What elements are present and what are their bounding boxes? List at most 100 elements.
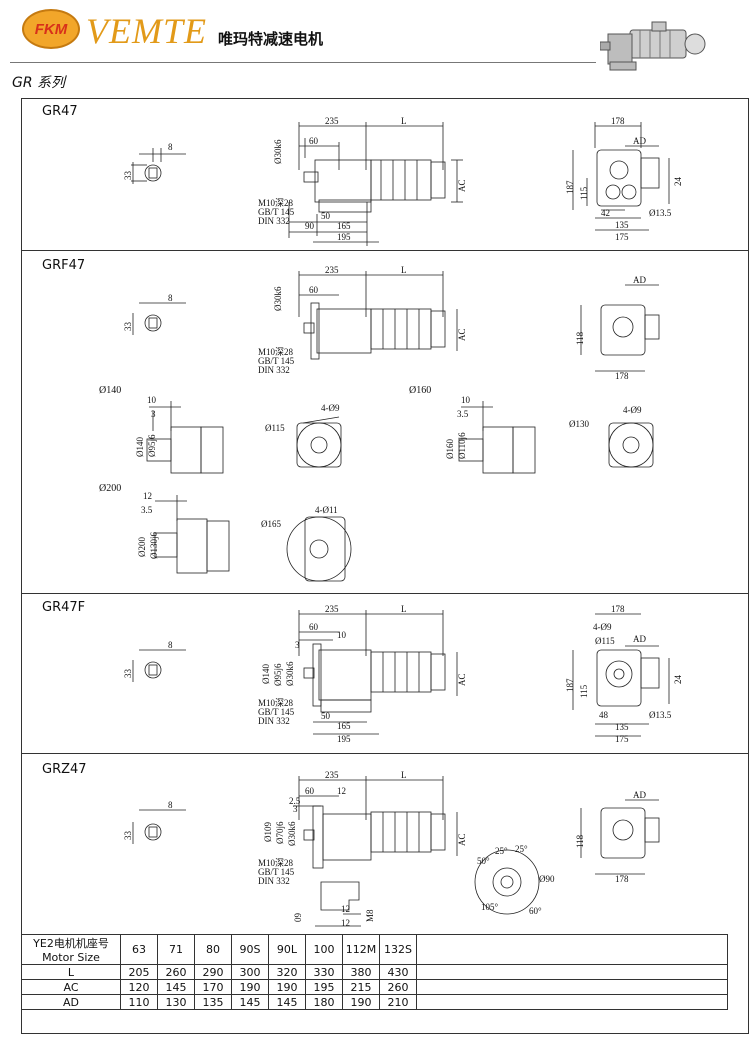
drawing-grz47: 8 33 235 L 60 12 2.5 3 Ø109 Ø70j6 Ø30k6 … bbox=[123, 770, 660, 928]
table-cell-empty bbox=[416, 934, 728, 965]
panel-title-grf47: GRF47 bbox=[42, 258, 86, 273]
table-cell: 300 bbox=[231, 964, 269, 980]
dim-label: 178 bbox=[615, 371, 629, 381]
dim-label: Ø130j6 bbox=[149, 532, 159, 560]
dim-label: 12 bbox=[143, 491, 152, 501]
dim-label: 60 bbox=[309, 285, 319, 295]
panel-title-gr47: GR47 bbox=[42, 104, 78, 119]
brand-logo: FKM bbox=[22, 9, 80, 49]
series-title: GR 系列 bbox=[12, 75, 66, 91]
dim-label: 33 bbox=[123, 322, 133, 332]
table-cell: 180 bbox=[305, 994, 343, 1010]
table-cell: 90L bbox=[268, 934, 306, 965]
brand-name: VEMTE bbox=[86, 11, 207, 51]
dim-label: Ø200 bbox=[137, 537, 147, 557]
table-cell-empty bbox=[416, 964, 728, 980]
dim-label: 50 bbox=[321, 711, 331, 721]
dim-label: M10深28 bbox=[258, 698, 294, 708]
dim-label: 25° bbox=[495, 846, 508, 856]
dim-label: 3 bbox=[293, 804, 298, 814]
dim-label: 4-Ø9 bbox=[321, 403, 340, 413]
table-cell: 80 bbox=[194, 934, 232, 965]
dim-label: Ø70j6 bbox=[275, 821, 285, 844]
dim-label: 24 bbox=[673, 177, 683, 187]
table-cell: 130 bbox=[157, 994, 195, 1010]
flange-title-200: Ø200 bbox=[99, 483, 121, 494]
dim-label: 187 bbox=[565, 180, 575, 194]
dim-label: 42 bbox=[601, 208, 610, 218]
dim-label: 175 bbox=[615, 734, 629, 744]
dim-label: Ø110j6 bbox=[457, 432, 467, 459]
dim-label: Ø130 bbox=[569, 419, 589, 429]
table-cell: 63 bbox=[120, 934, 158, 965]
dim-label: 235 bbox=[325, 770, 339, 780]
dim-label: 178 bbox=[615, 874, 629, 884]
dim-label: AC bbox=[457, 673, 467, 686]
dim-label: Ø95j6 bbox=[147, 434, 157, 457]
dim-label: 12 bbox=[341, 904, 350, 914]
dim-label: AC bbox=[457, 179, 467, 192]
dim-label: 60 bbox=[309, 136, 319, 146]
dim-label: 12 bbox=[337, 786, 346, 796]
dim-label: 25° bbox=[515, 844, 528, 854]
table-cell: 112M bbox=[342, 934, 380, 965]
table-cell: 290 bbox=[194, 964, 232, 980]
dim-label: Ø30k6 bbox=[273, 139, 283, 164]
dim-label: GB/T 145 bbox=[258, 707, 295, 717]
dim-label: 115 bbox=[579, 186, 589, 200]
table-cell: 260 bbox=[157, 964, 195, 980]
dim-label: 135 bbox=[615, 722, 629, 732]
dim-label: 165 bbox=[337, 221, 351, 231]
dim-label: Ø140 bbox=[261, 664, 271, 684]
dim-label: 115 bbox=[579, 684, 589, 698]
table-cell: 190 bbox=[231, 979, 269, 995]
table-cell: 195 bbox=[305, 979, 343, 995]
dim-label: 10 bbox=[461, 395, 471, 405]
table-cell: 145 bbox=[157, 979, 195, 995]
dim-label: 4-Ø9 bbox=[623, 405, 642, 415]
dim-label: Ø13.5 bbox=[649, 710, 672, 720]
panel-title-gr47f: GR47F bbox=[42, 600, 86, 615]
dim-label: GB/T 145 bbox=[258, 207, 295, 217]
panel-divider bbox=[21, 250, 749, 251]
dim-label: 50 bbox=[321, 211, 331, 221]
dim-label: Ø109 bbox=[263, 822, 273, 842]
dim-label: 118 bbox=[575, 834, 585, 848]
dim-label: 90 bbox=[305, 221, 315, 231]
dim-label: 235 bbox=[325, 604, 339, 614]
drawing-gr47: 8 33 235 L 60 Ø30k6 AC M10深28 GB/T 145 D… bbox=[123, 116, 683, 246]
gearmotor-illustration bbox=[600, 21, 706, 71]
dim-label: L bbox=[401, 604, 407, 614]
dim-label: L bbox=[401, 770, 407, 780]
dim-label: 135 bbox=[615, 220, 629, 230]
dim-label: 175 bbox=[615, 232, 629, 242]
dim-label: 10 bbox=[337, 630, 347, 640]
dim-label: M10深28 bbox=[258, 347, 294, 357]
dim-label: 187 bbox=[565, 678, 575, 692]
dim-label: L bbox=[401, 265, 407, 275]
panel-divider bbox=[21, 593, 749, 594]
table-row: AC 120 145 170 190 190 195 215 260 bbox=[21, 979, 728, 995]
table-cell: 205 bbox=[120, 964, 158, 980]
dim-label: 4-Ø9 bbox=[593, 622, 612, 632]
dim-label: 48 bbox=[599, 710, 609, 720]
flange-title-140: Ø140 bbox=[99, 385, 121, 396]
dim-label: DIN 332 bbox=[258, 716, 290, 726]
dim-label: 12 bbox=[341, 918, 350, 928]
dim-label: 235 bbox=[325, 116, 339, 126]
dim-label: GB/T 145 bbox=[258, 867, 295, 877]
dim-label: Ø165 bbox=[261, 519, 281, 529]
dim-label: AC bbox=[457, 833, 467, 846]
table-cell: 145 bbox=[268, 994, 306, 1010]
dim-label: 8 bbox=[168, 142, 173, 152]
dim-label: 8 bbox=[168, 800, 173, 810]
table-cell-empty bbox=[416, 994, 728, 1010]
dim-label: AD bbox=[633, 634, 646, 644]
table-cell: 120 bbox=[120, 979, 158, 995]
dim-label: Ø115 bbox=[265, 423, 285, 433]
table-cell: 330 bbox=[305, 964, 343, 980]
page-header: FKM VEMTE 唯玛特减速电机 GR 系列 bbox=[0, 0, 750, 96]
table-cell: 260 bbox=[379, 979, 417, 995]
